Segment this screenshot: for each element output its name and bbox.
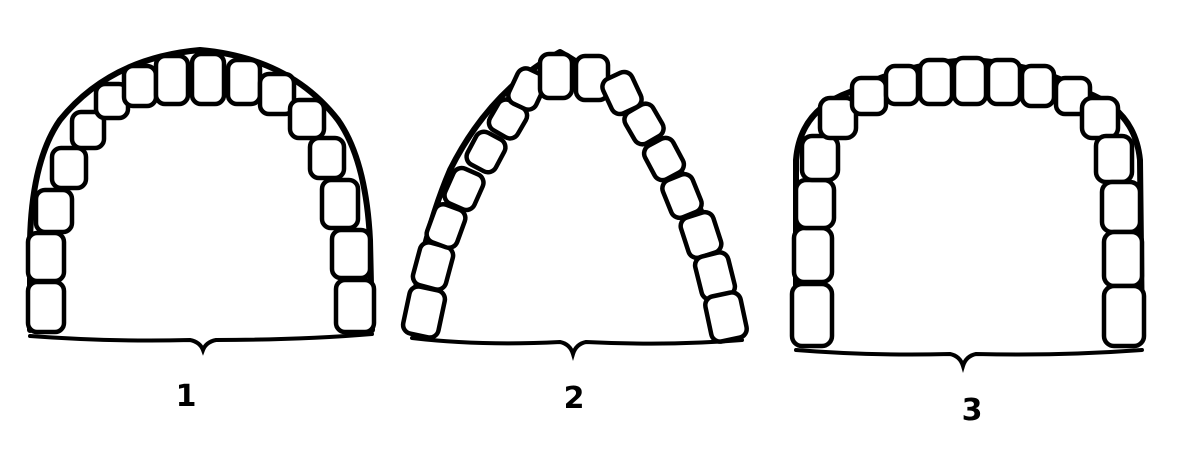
tooth bbox=[985, 57, 1023, 107]
arch-3-label: 3 bbox=[962, 393, 983, 428]
tooth bbox=[287, 97, 327, 141]
arch-3 bbox=[789, 55, 1147, 373]
tooth bbox=[703, 290, 749, 344]
tooth bbox=[307, 135, 347, 181]
tooth bbox=[25, 230, 67, 284]
tooth bbox=[791, 225, 835, 285]
tooth bbox=[333, 277, 377, 335]
arch-1-outline bbox=[27, 47, 375, 333]
tooth bbox=[49, 145, 89, 191]
tooth bbox=[799, 133, 841, 183]
tooth bbox=[1079, 95, 1121, 141]
tooth bbox=[1101, 283, 1147, 349]
arch-1-label: 1 bbox=[176, 379, 197, 414]
tooth bbox=[817, 95, 859, 141]
tooth bbox=[69, 109, 107, 151]
tooth bbox=[793, 177, 837, 231]
tooth bbox=[329, 227, 373, 281]
tooth bbox=[25, 279, 67, 335]
tooth bbox=[121, 63, 159, 109]
tooth bbox=[951, 55, 989, 107]
arch-3-teeth bbox=[789, 55, 1147, 349]
tooth bbox=[917, 57, 955, 107]
tooth bbox=[1101, 229, 1145, 289]
tooth bbox=[189, 51, 227, 107]
tooth bbox=[33, 187, 75, 235]
tooth bbox=[537, 51, 575, 101]
tooth bbox=[225, 57, 263, 107]
tooth bbox=[153, 53, 191, 107]
tooth bbox=[319, 177, 361, 231]
arch-2-label: 2 bbox=[564, 381, 585, 416]
arch-2 bbox=[400, 49, 749, 361]
tooth bbox=[464, 129, 508, 175]
tooth bbox=[257, 71, 297, 117]
arch-2-teeth bbox=[400, 51, 749, 344]
tooth bbox=[622, 101, 666, 147]
tooth bbox=[1093, 133, 1135, 185]
tooth bbox=[849, 75, 889, 117]
arch-1 bbox=[25, 47, 377, 356]
arch-1-base-line bbox=[28, 332, 374, 356]
tooth bbox=[789, 281, 835, 349]
tooth bbox=[1019, 63, 1057, 109]
arch-3-base-line bbox=[794, 348, 1144, 373]
tooth bbox=[883, 63, 921, 107]
tooth bbox=[442, 165, 486, 213]
tooth bbox=[400, 284, 448, 340]
arch-1-teeth bbox=[25, 51, 377, 335]
tooth bbox=[1099, 179, 1143, 235]
arch-2-base-line bbox=[410, 336, 744, 361]
